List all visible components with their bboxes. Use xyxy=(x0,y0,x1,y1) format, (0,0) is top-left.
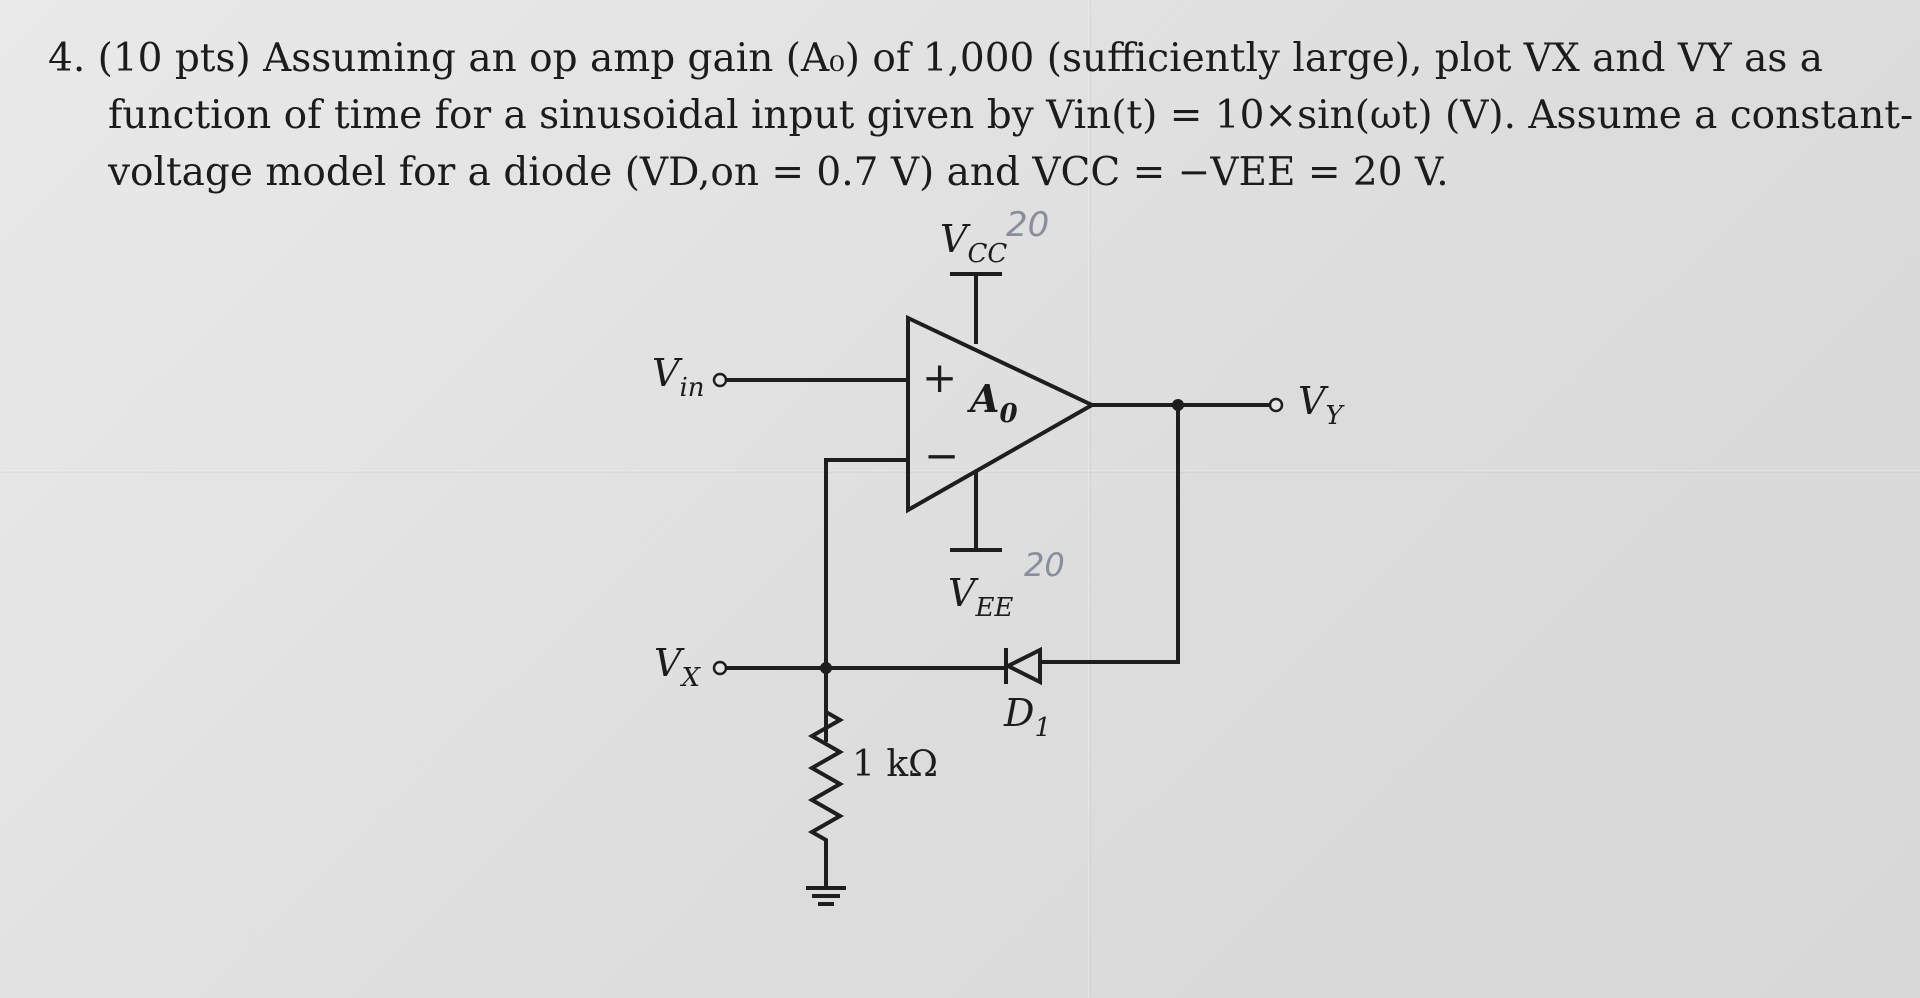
minus-sign: − xyxy=(924,431,959,480)
vee-label: VEE xyxy=(948,571,1013,623)
vin-label: Vin xyxy=(652,351,705,403)
handwritten-vee-value: 20 xyxy=(1024,546,1065,584)
vcc-label: VCC xyxy=(940,217,1007,269)
resistor-label: 1 kΩ xyxy=(852,744,938,785)
vy-label: VY xyxy=(1298,379,1345,431)
problem-statement: 4. (10 pts) Assuming an op amp gain (A₀)… xyxy=(48,30,1914,201)
diode-symbol xyxy=(1003,646,1042,686)
plus-sign: + xyxy=(922,353,957,402)
paper-fold-vertical xyxy=(1088,0,1091,998)
problem-line-1: 4. (10 pts) Assuming an op amp gain (A₀)… xyxy=(48,36,1824,81)
problem-line-3: voltage model for a diode (VD,on = 0.7 V… xyxy=(108,150,1449,195)
problem-line-2: function of time for a sinusoidal input … xyxy=(108,93,1914,138)
vx-terminal xyxy=(712,660,728,676)
diode-label: D1 xyxy=(1003,691,1051,743)
op-amp-triangle xyxy=(906,314,1097,514)
vin-terminal xyxy=(712,372,728,388)
resistor-symbol xyxy=(807,666,845,890)
paper-fold-horizontal xyxy=(0,470,1920,473)
handwritten-vcc-value: 20 xyxy=(1006,205,1049,245)
vx-junction-dot xyxy=(820,662,832,674)
vy-terminal xyxy=(1268,397,1284,413)
vy-junction-dot xyxy=(1172,399,1184,411)
gain-label: A0 xyxy=(967,376,1018,429)
vx-label: VX xyxy=(654,641,701,693)
